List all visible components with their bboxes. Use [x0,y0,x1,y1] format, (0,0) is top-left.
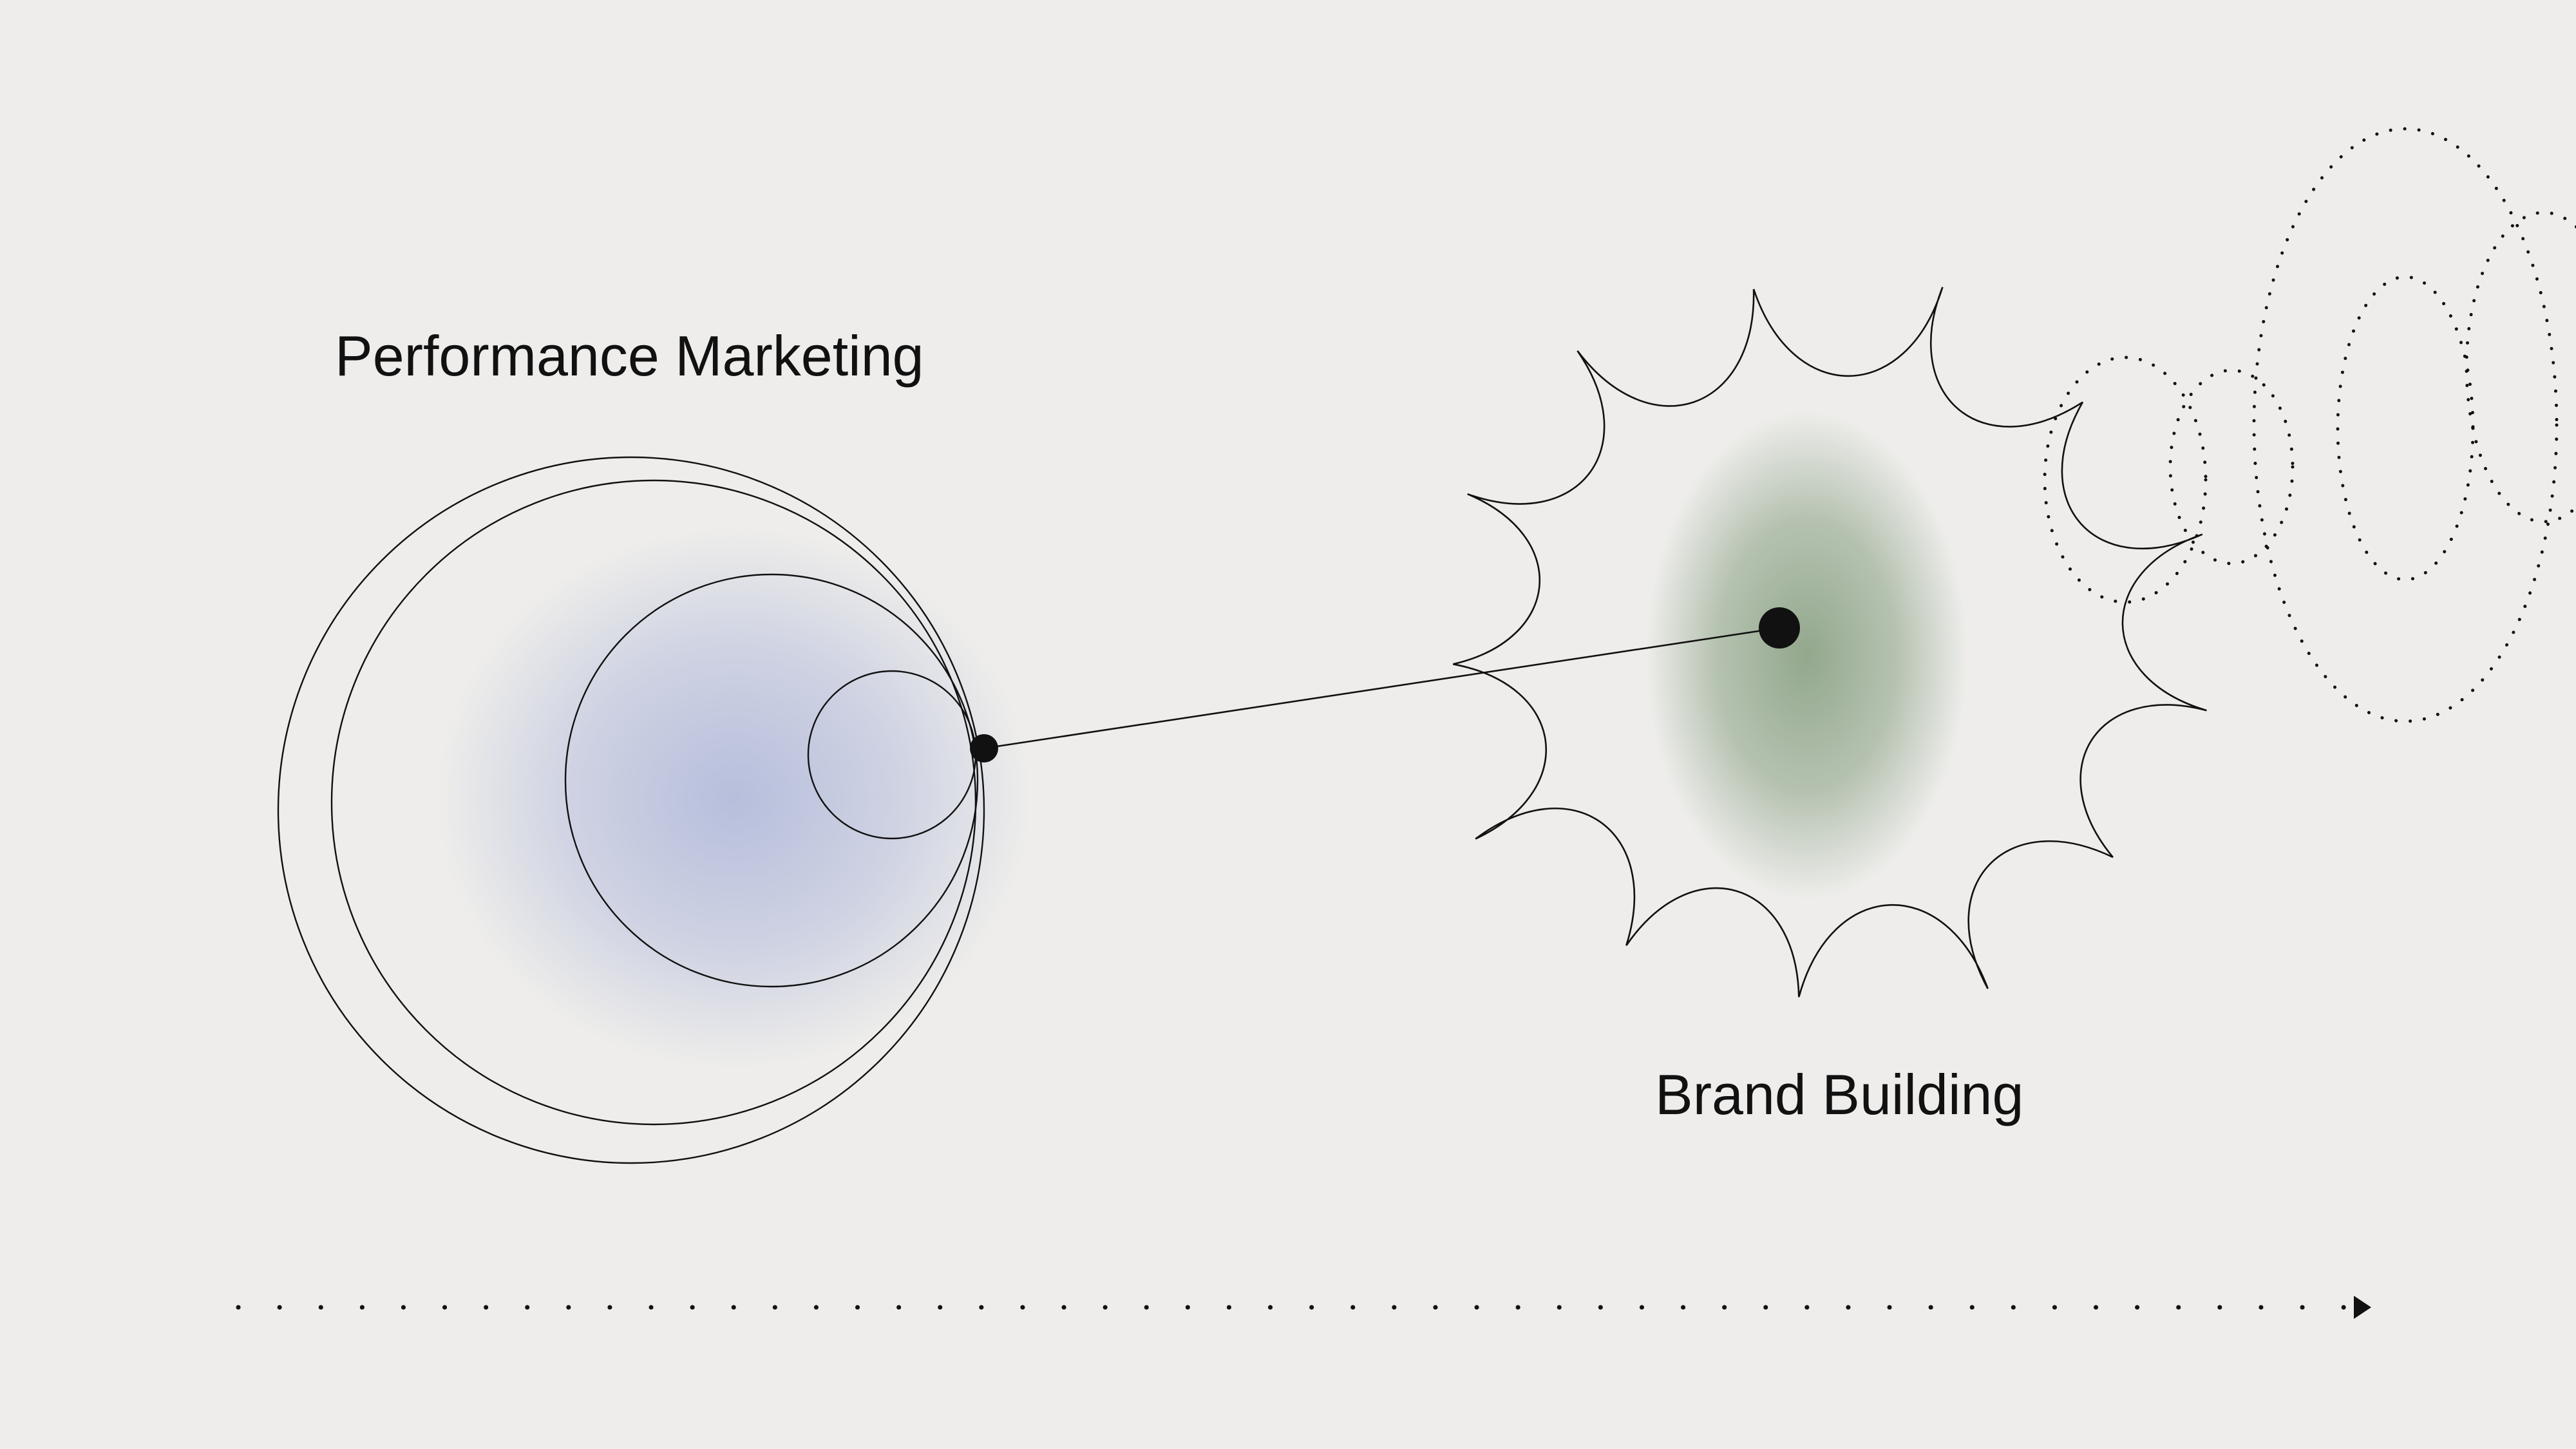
triangle-right-icon [2354,1296,2371,1319]
performance-circle-outer [277,456,985,1164]
dotted-loop-4 [2336,275,2475,582]
performance-glow [438,528,1030,1069]
performance-marketing-label: Performance Marketing [335,324,924,388]
connector-line [983,627,1780,750]
brand-node [1759,607,1800,649]
brand-burst-shape [1453,287,2207,998]
performance-circle-large [330,479,977,1126]
dotted-loop-3 [2252,127,2559,723]
performance-circle-medium [564,573,979,988]
dotted-loop-2 [2168,368,2295,565]
dotted-loop-1 [2043,355,2208,604]
dotted-loop-5 [2465,211,2576,524]
brand-building-label: Brand Building [1655,1063,2023,1126]
dotted-swirls [2043,127,2576,723]
performance-node [970,734,998,762]
brand-glow [1645,411,1967,900]
